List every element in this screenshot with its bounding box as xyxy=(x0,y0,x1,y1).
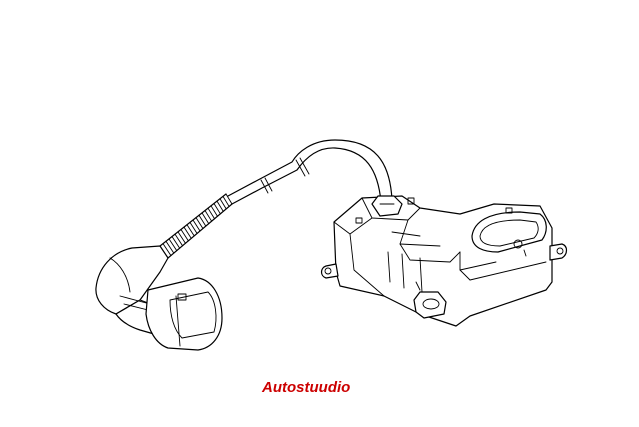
sleeve-rib xyxy=(195,217,204,229)
sleeve-rib xyxy=(171,236,181,249)
sleeve-rib xyxy=(207,207,215,220)
sleeve-rib xyxy=(186,224,195,237)
braided-sleeve xyxy=(159,193,233,259)
sleeve-rib xyxy=(183,226,192,239)
sleeve-rib xyxy=(219,198,227,210)
sleeve-rib xyxy=(168,238,178,252)
sensor-housing xyxy=(320,195,568,327)
sleeve-rib xyxy=(204,210,213,222)
sleeve-rib xyxy=(177,231,186,244)
sleeve-rib xyxy=(174,233,183,247)
sleeve-rib xyxy=(165,240,175,254)
sleeve-rib xyxy=(189,221,198,234)
plug-connector xyxy=(95,245,223,351)
cable xyxy=(227,139,393,205)
sleeve-rib xyxy=(180,229,189,242)
sleeve-rib xyxy=(198,214,207,227)
sleeve-rib xyxy=(222,195,230,207)
sleeve-rib xyxy=(162,243,172,256)
sleeve-rib xyxy=(192,219,201,232)
sleeve-rib xyxy=(216,200,224,212)
watermark-text: Autostuudio xyxy=(262,379,351,396)
sleeve-rib xyxy=(225,193,233,205)
sleeve-rib xyxy=(201,212,210,225)
sleeve-rib xyxy=(213,203,221,215)
sleeve-rib xyxy=(210,205,218,217)
